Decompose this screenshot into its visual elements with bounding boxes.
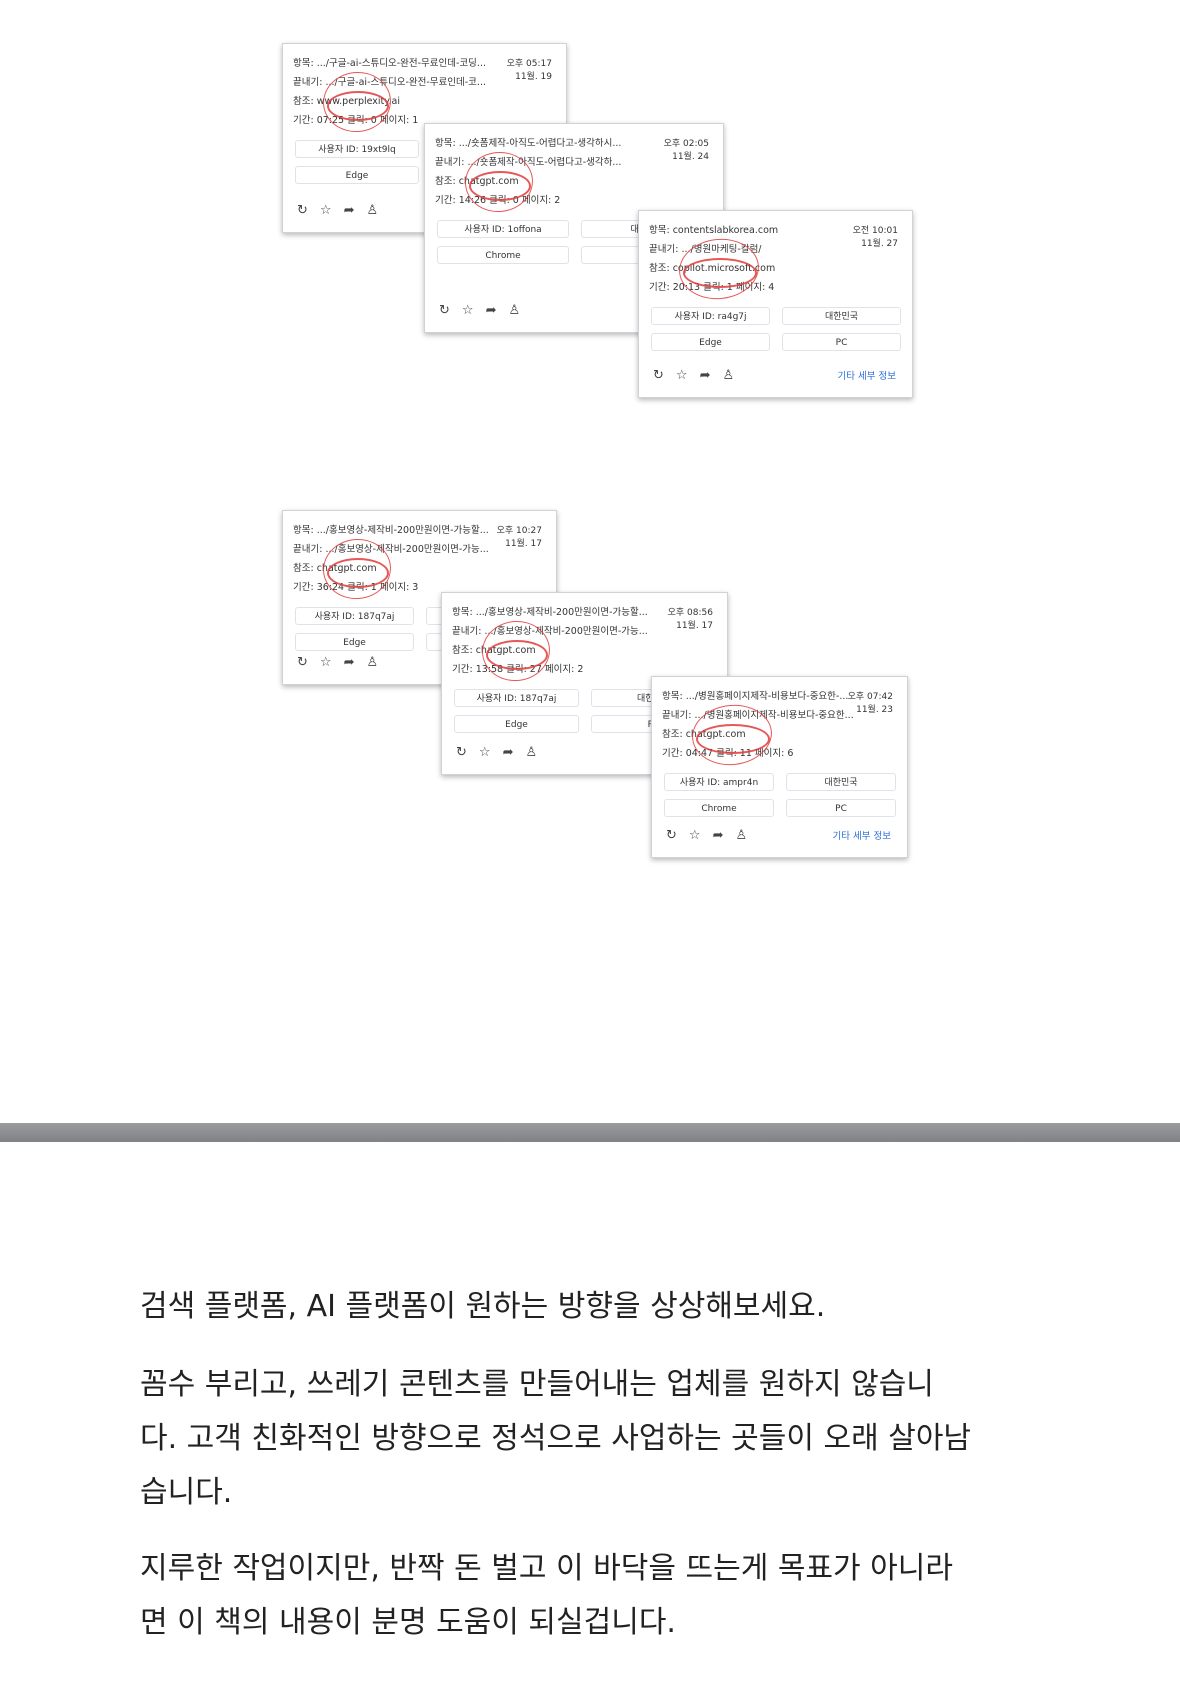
paragraph-line: 면 이 책의 내용이 분명 도움이 되실겁니다. [140, 1605, 676, 1640]
person-icon[interactable]: ♙ [525, 745, 538, 760]
device-pill: PC [782, 333, 901, 351]
country-pill: 대한민국 [782, 307, 901, 325]
user-id-pill: 사용자 ID: 1offona [437, 220, 569, 238]
item-row: 항목: .../홍보영상-제작비-200만원이면-가능할... [452, 607, 648, 618]
refresh-icon[interactable]: ↻ [439, 303, 450, 318]
paragraph-1: 검색 플랫폼, AI 플랫폼이 원하는 방향을 상상해보세요. [140, 1280, 1060, 1334]
share-icon[interactable]: ➦ [712, 828, 724, 843]
more-details-link[interactable]: 기타 세부 정보 [837, 371, 896, 382]
visit-date: 11월. 27 [861, 238, 898, 249]
refresh-icon[interactable]: ↻ [456, 745, 467, 760]
action-icons: ↻ ☆ ➦ ♙ [653, 367, 734, 385]
star-icon[interactable]: ☆ [461, 303, 474, 318]
browser-pill: Edge [295, 166, 419, 184]
timestamp: 오후 07:42 11월. 23 [848, 691, 893, 716]
visit-date: 11월. 23 [856, 704, 893, 715]
red-marker-circle [486, 640, 548, 670]
action-icons: ↻ ☆ ➦ ♙ [456, 744, 537, 762]
timestamp: 오후 08:56 11월. 17 [668, 607, 713, 632]
paragraph-3: 지루한 작업이지만, 반짝 돈 벌고 이 바닥을 뜨는게 목표가 아니라 면 이… [140, 1542, 1060, 1650]
action-icons: ↻ ☆ ➦ ♙ [439, 302, 520, 320]
red-marker-circle [327, 558, 389, 588]
item-row: 항목: .../병원홍페이지제작-비용보다-중요한-... [662, 691, 849, 702]
paragraph-2: 꼼수 부리고, 쓰레기 콘텐츠를 만들어내는 업체를 원하지 않습니 다. 고객… [140, 1358, 1060, 1520]
share-icon[interactable]: ➦ [485, 303, 497, 318]
browser-pill: Edge [295, 633, 414, 651]
person-icon[interactable]: ♙ [722, 368, 735, 383]
visit-date: 11월. 17 [676, 620, 713, 631]
share-icon[interactable]: ➦ [502, 745, 514, 760]
timestamp: 오전 10:01 11월. 27 [853, 225, 898, 250]
visit-date: 11월. 24 [672, 151, 709, 162]
star-icon[interactable]: ☆ [675, 368, 688, 383]
paragraph-line: 습니다. [140, 1475, 233, 1510]
country-pill: 대한민국 [786, 773, 896, 791]
visit-time: 오후 08:56 [667, 608, 713, 618]
user-id-pill: 사용자 ID: ampr4n [664, 773, 774, 791]
action-icons: ↻ ☆ ➦ ♙ [297, 202, 378, 220]
red-marker-circle [469, 171, 531, 201]
visit-card: 항목: contentslabkorea.com 끝내기: .../병원마케팅-… [638, 210, 913, 398]
visit-time: 오후 07:42 [847, 692, 893, 702]
visit-time: 오후 05:17 [506, 59, 552, 69]
user-id-pill: 사용자 ID: 187q7aj [295, 607, 414, 625]
visit-time: 오후 10:27 [496, 526, 542, 536]
action-icons: ↻ ☆ ➦ ♙ [666, 827, 747, 845]
paragraph-line: 지루한 작업이지만, 반짝 돈 벌고 이 바닥을 뜨는게 목표가 아니라 [140, 1551, 953, 1586]
person-icon[interactable]: ♙ [366, 203, 379, 218]
visit-time: 오후 02:05 [663, 139, 709, 149]
person-icon[interactable]: ♙ [366, 655, 379, 670]
timestamp: 오후 05:17 11월. 19 [507, 58, 552, 83]
person-icon[interactable]: ♙ [735, 828, 748, 843]
item-row: 항목: .../숏폼제작-아직도-어렵다고-생각하시... [435, 138, 622, 149]
refresh-icon[interactable]: ↻ [666, 828, 677, 843]
refresh-icon[interactable]: ↻ [653, 368, 664, 383]
visit-time: 오전 10:01 [852, 226, 898, 236]
visit-card: 항목: .../병원홍페이지제작-비용보다-중요한-... 끝내기: .../병… [651, 676, 908, 858]
user-id-pill: 사용자 ID: 19xt9lq [295, 140, 419, 158]
paragraph-line: 검색 플랫폼, AI 플랫폼이 원하는 방향을 상상해보세요. [140, 1289, 826, 1324]
item-row: 항목: .../홍보영상-제작비-200만원이면-가능할... [293, 525, 489, 536]
share-icon[interactable]: ➦ [699, 368, 711, 383]
paragraph-line: 꼼수 부리고, 쓰레기 콘텐츠를 만들어내는 업체를 원하지 않습니 [140, 1367, 934, 1402]
user-id-pill: 사용자 ID: ra4g7j [651, 307, 770, 325]
browser-pill: Edge [651, 333, 770, 351]
device-pill: PC [786, 799, 896, 817]
exit-row: 끝내기: .../숏폼제작-아직도-어렵다고-생각하... [435, 157, 622, 168]
person-icon[interactable]: ♙ [508, 303, 521, 318]
timestamp: 오후 10:27 11월. 17 [497, 525, 542, 550]
refresh-icon[interactable]: ↻ [297, 655, 308, 670]
more-details-link[interactable]: 기타 세부 정보 [832, 831, 891, 842]
browser-pill: Chrome [664, 799, 774, 817]
star-icon[interactable]: ☆ [688, 828, 701, 843]
share-icon[interactable]: ➦ [343, 655, 355, 670]
star-icon[interactable]: ☆ [319, 655, 332, 670]
section-divider [0, 1123, 1180, 1142]
exit-row: 끝내기: .../홍보영상-제작비-200만원이면-가능... [452, 626, 648, 637]
visit-date: 11월. 19 [515, 71, 552, 82]
item-row: 항목: .../구글-ai-스튜디오-완전-무료인데-코딩... [293, 58, 486, 69]
browser-pill: Chrome [437, 246, 569, 264]
star-icon[interactable]: ☆ [319, 203, 332, 218]
timestamp: 오후 02:05 11월. 24 [664, 138, 709, 163]
item-row: 항목: contentslabkorea.com [649, 225, 779, 236]
exit-row: 끝내기: .../병원마케팅-칼럼/ [649, 244, 762, 255]
user-id-pill: 사용자 ID: 187q7aj [454, 689, 579, 707]
red-marker-circle [683, 258, 757, 288]
star-icon[interactable]: ☆ [478, 745, 491, 760]
share-icon[interactable]: ➦ [343, 203, 355, 218]
browser-pill: Edge [454, 715, 579, 733]
action-icons: ↻ ☆ ➦ ♙ [297, 654, 378, 672]
exit-row: 끝내기: .../구글-ai-스튜디오-완전-무료인데-코... [293, 77, 486, 88]
paragraph-line: 다. 고객 친화적인 방향으로 정석으로 사업하는 곳들이 오래 살아남 [140, 1421, 972, 1456]
visit-date: 11월. 17 [505, 538, 542, 549]
exit-row: 끝내기: .../병원홍페이지제작-비용보다-중요한... [662, 710, 854, 721]
red-marker-circle [696, 724, 770, 754]
refresh-icon[interactable]: ↻ [297, 203, 308, 218]
exit-row: 끝내기: .../홍보영상-제작비-200만원이면-가능... [293, 544, 489, 555]
red-marker-circle [327, 91, 389, 121]
